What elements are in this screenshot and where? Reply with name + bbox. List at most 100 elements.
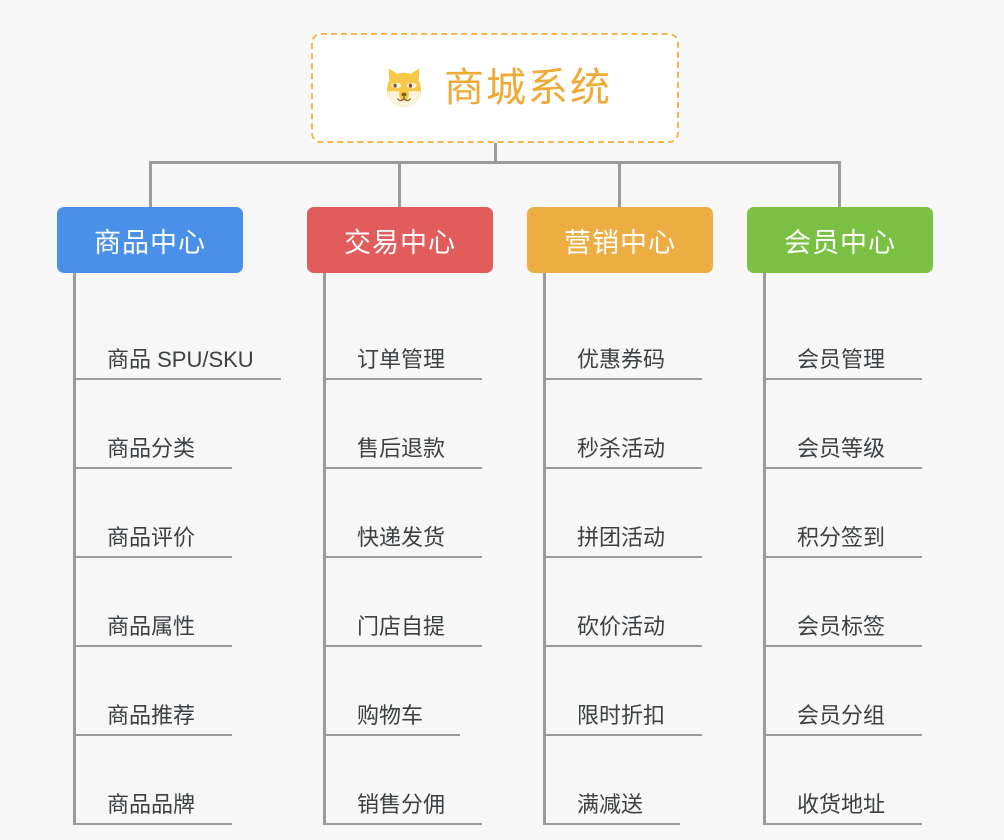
leaf-item[interactable]: 秒杀活动 [543, 380, 713, 469]
leaf-item-label: 秒杀活动 [577, 435, 666, 461]
category-box-1[interactable]: 商品中心 [57, 207, 243, 273]
category-label-3: 营销中心 [564, 227, 676, 258]
leaf-underline [323, 734, 460, 736]
leaf-underline [73, 645, 232, 647]
root-node-label: 商城系统 [444, 66, 612, 110]
leaf-list-2: 订单管理 售后退款 快递发货 门店自提 购物车 销售分佣 [323, 273, 493, 825]
category-box-2[interactable]: 交易中心 [307, 207, 493, 273]
category-label-2: 交易中心 [344, 227, 456, 258]
leaf-underline [73, 734, 232, 736]
leaf-item-label: 砍价活动 [577, 613, 666, 639]
leaf-item-label: 商品品牌 [107, 791, 196, 817]
leaf-item[interactable]: 商品推荐 [73, 647, 243, 736]
leaf-item[interactable]: 会员管理 [763, 291, 933, 380]
leaf-item-label: 会员分组 [797, 702, 886, 728]
leaf-item[interactable]: 商品分类 [73, 380, 243, 469]
leaf-item-label: 满减送 [577, 791, 644, 817]
leaf-spine-4 [763, 273, 766, 825]
leaf-item[interactable]: 限时折扣 [543, 647, 713, 736]
leaf-underline [73, 378, 281, 380]
leaf-item-label: 会员管理 [797, 346, 886, 372]
leaf-list-4: 会员管理 会员等级 积分签到 会员标签 会员分组 收货地址 [763, 273, 933, 825]
leaf-underline [73, 823, 232, 825]
leaf-spine-1 [73, 273, 76, 825]
leaf-item-label: 门店自提 [357, 613, 446, 639]
connector-drop-4 [838, 161, 841, 207]
leaf-item-label: 优惠券码 [577, 346, 666, 372]
leaf-spine-2 [323, 273, 326, 825]
leaf-item-label: 售后退款 [357, 435, 446, 461]
leaf-list-3: 优惠券码 秒杀活动 拼团活动 砍价活动 限时折扣 满减送 [543, 273, 713, 825]
leaf-item-label: 积分签到 [797, 524, 886, 550]
leaf-underline [323, 378, 482, 380]
leaf-underline [323, 645, 482, 647]
leaf-item-label: 会员等级 [797, 435, 886, 461]
leaf-item-label: 销售分佣 [357, 791, 446, 817]
leaf-item-label: 商品分类 [107, 435, 196, 461]
category-box-3[interactable]: 营销中心 [527, 207, 713, 273]
shiba-dog-icon [386, 68, 422, 108]
leaf-item[interactable]: 商品品牌 [73, 736, 243, 825]
leaf-item-label: 拼团活动 [577, 524, 666, 550]
leaf-underline [73, 467, 232, 469]
leaf-underline [763, 467, 922, 469]
branch-column-3: 营销中心 优惠券码 秒杀活动 拼团活动 砍价活动 限时折扣 [527, 207, 713, 825]
leaf-item-label: 限时折扣 [577, 702, 666, 728]
leaf-item-label: 快递发货 [357, 524, 446, 550]
connector-drop-2 [398, 161, 401, 207]
leaf-underline [73, 556, 232, 558]
leaf-item[interactable]: 拼团活动 [543, 469, 713, 558]
leaf-item-label: 会员标签 [797, 613, 886, 639]
connector-horizontal-bus [149, 161, 840, 164]
branch-column-4: 会员中心 会员管理 会员等级 积分签到 会员标签 会员分组 [747, 207, 933, 825]
leaf-underline [323, 467, 482, 469]
leaf-underline [323, 823, 482, 825]
leaf-item-label: 商品评价 [107, 524, 196, 550]
leaf-item[interactable]: 门店自提 [323, 558, 493, 647]
leaf-spine-3 [543, 273, 546, 825]
leaf-underline [543, 467, 702, 469]
leaf-item-label: 购物车 [357, 702, 424, 728]
leaf-underline [543, 645, 702, 647]
branch-column-2: 交易中心 订单管理 售后退款 快递发货 门店自提 购物车 [307, 207, 493, 825]
leaf-underline [763, 378, 922, 380]
leaf-underline [763, 556, 922, 558]
leaf-underline [763, 645, 922, 647]
leaf-item-label: 商品 SPU/SKU [107, 346, 254, 372]
leaf-item[interactable]: 商品 SPU/SKU [73, 291, 281, 380]
leaf-item-label: 收货地址 [797, 791, 886, 817]
leaf-item[interactable]: 快递发货 [323, 469, 493, 558]
leaf-underline [543, 556, 702, 558]
leaf-item[interactable]: 会员分组 [763, 647, 933, 736]
leaf-item[interactable]: 售后退款 [323, 380, 493, 469]
leaf-item-label: 商品推荐 [107, 702, 196, 728]
leaf-item-label: 订单管理 [357, 346, 446, 372]
category-label-1: 商品中心 [94, 227, 206, 258]
leaf-list-1: 商品 SPU/SKU 商品分类 商品评价 商品属性 商品推荐 商品品牌 [73, 273, 281, 825]
category-label-4: 会员中心 [784, 227, 896, 258]
leaf-underline [763, 734, 922, 736]
connector-drop-1 [149, 161, 152, 207]
leaf-underline [763, 823, 922, 825]
leaf-item[interactable]: 商品属性 [73, 558, 243, 647]
leaf-item[interactable]: 积分签到 [763, 469, 933, 558]
leaf-item[interactable]: 订单管理 [323, 291, 493, 380]
leaf-item[interactable]: 销售分佣 [323, 736, 493, 825]
leaf-item[interactable]: 优惠券码 [543, 291, 713, 380]
leaf-item[interactable]: 会员等级 [763, 380, 933, 469]
leaf-underline [543, 378, 702, 380]
connector-root-stem [494, 143, 497, 164]
leaf-item[interactable]: 砍价活动 [543, 558, 713, 647]
leaf-underline [543, 734, 702, 736]
connector-drop-3 [618, 161, 621, 207]
root-node-mall-system[interactable]: 商城系统 [311, 33, 679, 143]
leaf-item[interactable]: 购物车 [323, 647, 493, 736]
branch-column-1: 商品中心 商品 SPU/SKU 商品分类 商品评价 商品属性 商品推荐 [57, 207, 281, 825]
leaf-item[interactable]: 会员标签 [763, 558, 933, 647]
category-box-4[interactable]: 会员中心 [747, 207, 933, 273]
leaf-item-label: 商品属性 [107, 613, 196, 639]
leaf-item[interactable]: 商品评价 [73, 469, 243, 558]
leaf-item[interactable]: 满减送 [543, 736, 713, 825]
leaf-item[interactable]: 收货地址 [763, 736, 933, 825]
